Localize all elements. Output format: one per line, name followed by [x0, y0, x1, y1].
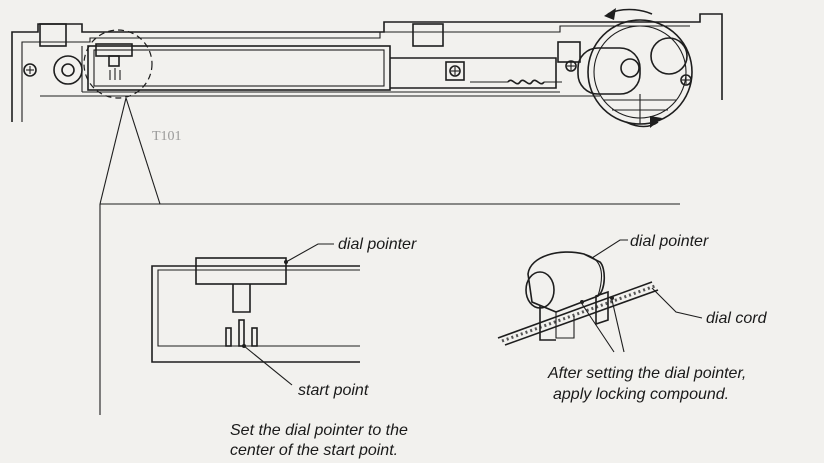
start-point-label: start point — [298, 382, 369, 399]
right-detail-view: dial pointer dial cord After setting the… — [497, 233, 768, 403]
left-pulley — [53, 46, 83, 92]
dial-pointer-top — [95, 43, 133, 80]
dial-pointer-label: dial pointer — [338, 236, 417, 253]
rotate-arrow-icon — [625, 121, 659, 128]
screw-icon — [565, 60, 577, 72]
chassis-top-view: T101 — [11, 8, 723, 144]
caption-right-line2: apply locking compound. — [553, 386, 729, 403]
caption-left-line1: Set the dial pointer to the — [230, 422, 408, 439]
right-clip — [557, 41, 581, 63]
dial-cord-label: dial cord — [706, 310, 768, 327]
dial-pointer-block — [525, 251, 614, 341]
screw-icon — [445, 61, 465, 81]
cord-spring — [470, 79, 562, 85]
drive-pulley — [577, 19, 693, 125]
dial-pointer-stem — [232, 284, 251, 313]
caption-left-line2: center of the start point. — [230, 442, 398, 459]
arrowhead-icon — [650, 116, 662, 128]
middle-clip — [412, 23, 444, 47]
rail-bracket — [151, 265, 360, 363]
left-clip — [39, 23, 67, 47]
screw-icon — [23, 63, 37, 77]
caption-right-line1: After setting the dial pointer, — [547, 365, 746, 382]
left-detail-view: dial pointer start point Set the dial po… — [151, 236, 417, 459]
faint-mark: T101 — [152, 129, 182, 144]
start-point-mark — [225, 319, 258, 347]
screw-icon — [680, 74, 692, 86]
dial-cord — [497, 281, 659, 346]
detail-circle — [83, 29, 153, 99]
dial-pointer-body — [195, 257, 287, 285]
arrowhead-icon — [604, 8, 616, 20]
dial-scale-rail — [87, 45, 391, 91]
dial-pointer-label-right: dial pointer — [630, 233, 709, 250]
callout-leaders — [99, 97, 680, 415]
chassis-outline — [11, 13, 723, 122]
